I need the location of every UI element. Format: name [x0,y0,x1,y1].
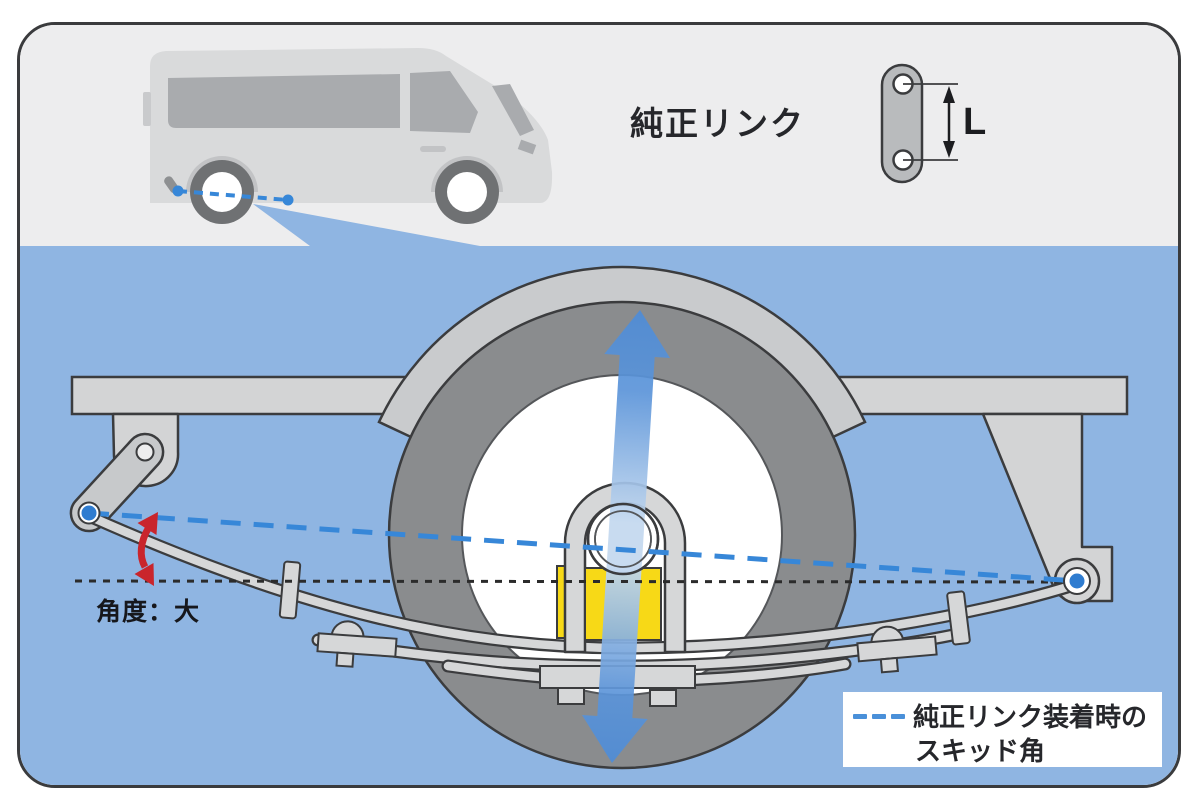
legend-text-line2: スキッド角 [915,736,1046,766]
legend-text-line1: 純正リンク装着時の [913,702,1148,732]
top-section-background [20,25,1178,246]
section-title: 純正リンク [630,105,805,142]
legend-box: 純正リンク装着時の スキッド角 [843,692,1162,767]
rounded-panel [17,22,1181,788]
legend-dash-icon [853,714,905,719]
dimension-label: L [963,101,987,143]
angle-label: 角度：大 [96,598,201,626]
